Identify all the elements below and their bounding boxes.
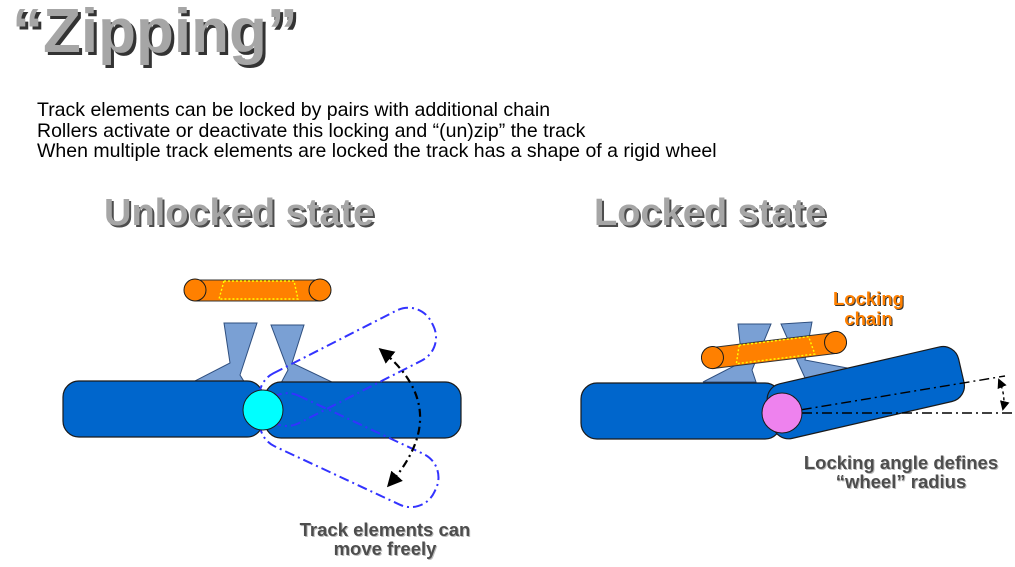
roller-right [270,324,335,384]
bullet-item: Rollers activate or deactivate this lock… [37,119,586,142]
locked-note: Locking angle defines “wheel” radius [786,453,1015,491]
locked-chain [700,330,848,370]
unlocked-assembly [62,278,462,509]
locked-hinge [761,392,803,434]
unlocked-heading: Unlocked state [104,192,375,234]
angle-arc-arrow [997,378,1010,411]
roller-left [190,322,258,384]
note-line: “wheel” radius [835,471,967,492]
chain-link-detail [735,335,816,365]
angle-rotated-line [781,375,1006,414]
chain-pin-left [183,278,207,302]
note-line: Track elements can [299,519,471,540]
locked-heading: Locked state [594,192,827,234]
note-line: Locking angle defines [803,452,999,473]
free-hinge [242,389,284,431]
note-line: move freely [333,538,437,559]
chain-pin-right [824,330,848,354]
bullet-item: Track elements can be locked by pairs wi… [37,99,551,121]
chain-link-detail [218,280,299,300]
chain-pin-right [308,278,332,302]
bullet-list: Track elements can be locked by pairs wi… [37,100,717,162]
movement-arrow [378,348,422,488]
label-line: chain [844,308,893,329]
locking-chain-label: Locking chain [833,289,904,329]
unlocked-note: Track elements can move freely [282,520,488,558]
chain-link [195,279,321,302]
bullet-item: When multiple track elements are locked … [37,140,717,162]
label-line: Locking [833,288,904,309]
track-element-left [580,382,782,440]
slide-title: “Zipping” [12,0,298,66]
locked-assembly [580,321,1015,440]
chain-pin-left [700,346,724,370]
detached-chain [183,278,332,302]
track-element-left [62,380,264,438]
